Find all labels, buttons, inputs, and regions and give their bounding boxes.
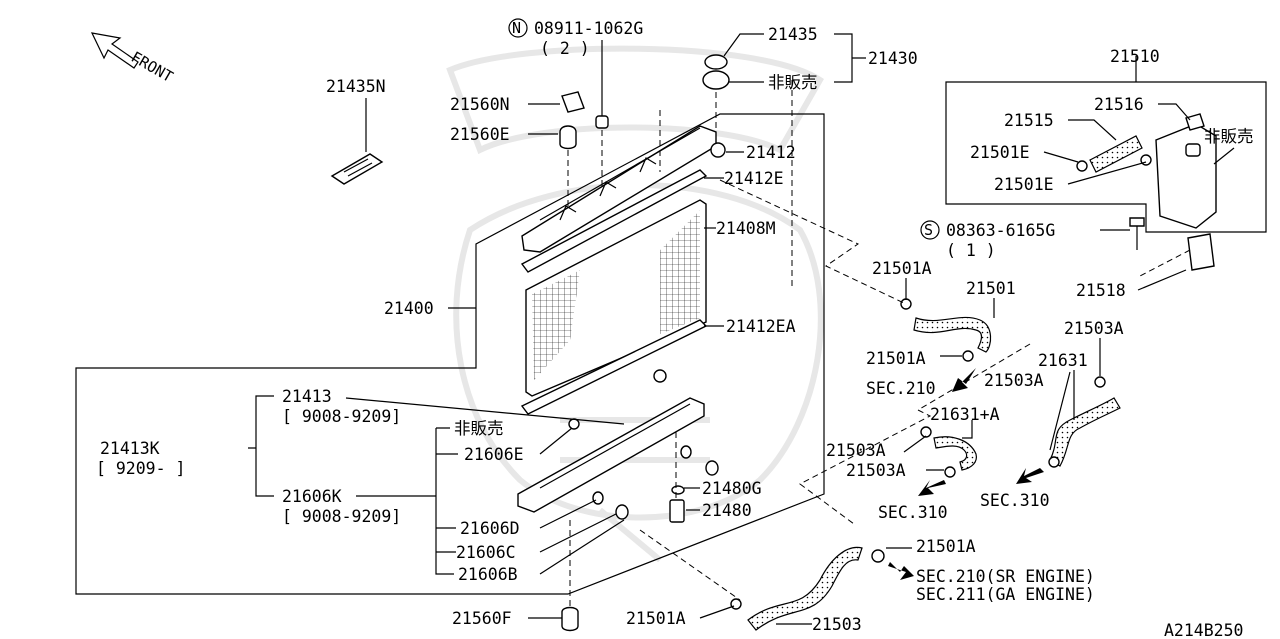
radiator-core	[525, 199, 707, 397]
callout-21501A-upper: 21501A	[872, 259, 932, 278]
callout-21606K: 21606K	[282, 487, 342, 506]
front-label: FRONT	[128, 48, 176, 86]
callout-21560E: 21560E	[450, 125, 510, 144]
hose-21631	[1048, 376, 1121, 468]
callout-21408M: 21408M	[716, 219, 776, 238]
callout-21400: 21400	[384, 299, 434, 318]
date-range-21413: [ 9008-9209]	[282, 407, 401, 426]
callout-21480: 21480	[702, 501, 752, 520]
assembly-outline-21400	[75, 113, 825, 595]
drawing-id: A214B250	[1164, 621, 1243, 639]
bolt-code: S	[924, 221, 933, 239]
section-310-mid: SEC.310	[878, 503, 948, 522]
not-for-sale-tank: 非販売	[454, 419, 504, 438]
callout-21606C: 21606C	[456, 543, 516, 562]
callout-21480G: 21480G	[702, 479, 762, 498]
bolt-part-number: 08363-6165G	[946, 221, 1055, 240]
callout-21501A-mid: 21501A	[866, 349, 926, 368]
callout-21412E: 21412E	[724, 169, 784, 188]
callout-21501A-bottom: 21501A	[626, 609, 686, 628]
callout-21631A: 21631+A	[930, 405, 1000, 424]
callout-21516: 21516	[1094, 95, 1144, 114]
callout-21435: 21435	[768, 25, 818, 44]
radiator-cap	[702, 54, 730, 128]
upper-tank	[521, 125, 726, 253]
hose-21631A	[920, 426, 977, 478]
callout-21412EA: 21412EA	[726, 317, 796, 336]
bolt-quantity: ( 1 )	[946, 241, 996, 260]
section-211-ga-engine: SEC.211(GA ENGINE)	[916, 585, 1095, 604]
callout-labels: 21435N N 08911-1062G ( 2 ) 21560N 21560E…	[96, 18, 1254, 639]
callout-21503A-mid: 21503A	[984, 371, 1044, 390]
callout-21503-bottom: 21503	[812, 615, 862, 634]
section-210-sr-engine: SEC.210(SR ENGINE)	[916, 567, 1095, 586]
callout-21501: 21501	[966, 279, 1016, 298]
callout-21503A-left: 21503A	[826, 441, 886, 460]
callout-21503A-right: 21503A	[1064, 319, 1124, 338]
callout-21435N: 21435N	[326, 77, 386, 96]
front-direction-arrow: FRONT	[90, 32, 176, 86]
not-for-sale-cap: 非販売	[768, 73, 818, 92]
nut-code: N	[512, 19, 521, 37]
date-range-21606K: [ 9008-9209]	[282, 507, 401, 526]
callout-21515: 21515	[1004, 111, 1054, 130]
hose-21501	[900, 298, 992, 362]
callout-21501A-lower: 21501A	[916, 537, 976, 556]
callout-21413K: 21413K	[100, 439, 160, 458]
section-210-upper: SEC.210	[866, 379, 936, 398]
callout-21510: 21510	[1110, 47, 1160, 66]
nut-part-number: 08911-1062G	[534, 19, 643, 38]
label-plate-21435N	[330, 98, 384, 185]
guide-lines	[659, 80, 1031, 525]
leader-lines	[248, 33, 1235, 625]
bolt-code-circle	[920, 220, 940, 240]
callout-21430: 21430	[868, 49, 918, 68]
callout-21518: 21518	[1076, 281, 1126, 300]
not-for-sale-reservoir: 非販売	[1204, 127, 1254, 146]
callout-21606B: 21606B	[458, 565, 518, 584]
callout-21606E: 21606E	[464, 445, 524, 464]
reservoir-box	[945, 81, 1267, 277]
callout-21606D: 21606D	[460, 519, 520, 538]
nut-quantity: ( 2 )	[540, 39, 590, 58]
callout-21501E-a: 21501E	[970, 143, 1030, 162]
nut-code-circle	[508, 18, 528, 38]
seal-upper	[520, 169, 708, 273]
date-range-21413K: [ 9209- ]	[96, 459, 185, 478]
section-310-right: SEC.310	[980, 491, 1050, 510]
callout-21413: 21413	[282, 387, 332, 406]
callout-21560F: 21560F	[452, 609, 512, 628]
callout-21412: 21412	[746, 143, 796, 162]
callout-21501E-b: 21501E	[994, 175, 1054, 194]
callout-21503A-low: 21503A	[846, 461, 906, 480]
drain-plug-parts	[561, 432, 741, 632]
callout-21560N: 21560N	[450, 95, 510, 114]
callout-21631: 21631	[1038, 351, 1088, 370]
